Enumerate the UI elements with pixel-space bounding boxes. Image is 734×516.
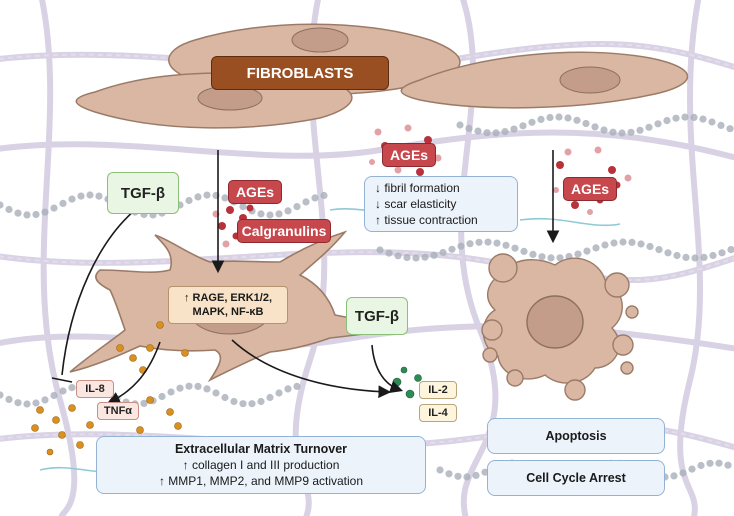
- il8-label: IL-8: [76, 380, 114, 398]
- effect-line-2: ↓ scar elasticity: [375, 197, 457, 211]
- matrix-effects-box: ↓ fibril formation ↓ scar elasticity ↑ t…: [364, 176, 518, 232]
- ages-badge-center: AGEs: [228, 180, 282, 204]
- bead-chains: [0, 113, 734, 481]
- ecm-title: Extracellular Matrix Turnover: [174, 442, 348, 456]
- tgf-beta-box-left: TGF-β: [107, 172, 179, 214]
- ecm-line-1: ↑ collagen I and III production: [182, 458, 340, 472]
- apoptosis-box: Apoptosis: [487, 418, 665, 454]
- cell-cycle-arrest-box: Cell Cycle Arrest: [487, 460, 665, 496]
- signaling-line-1: ↑ RAGE, ERK1/2,: [183, 292, 273, 304]
- calgranulins-badge: Calgranulins: [237, 219, 331, 243]
- il4-label: IL-4: [419, 404, 457, 422]
- ecm-line-2: ↑ MMP1, MMP2, and MMP9 activation: [158, 474, 364, 488]
- ages-badge-top: AGEs: [382, 143, 436, 167]
- ecm-turnover-box: Extracellular Matrix Turnover ↑ collagen…: [96, 436, 426, 494]
- fibroblasts-banner: FIBROBLASTS: [211, 56, 389, 90]
- pathway-arrows: [51, 150, 560, 404]
- tgf-beta-box-right: TGF-β: [346, 297, 408, 335]
- apoptotic-cell: [481, 253, 639, 401]
- ages-badge-right: AGEs: [563, 177, 617, 201]
- effect-line-3: ↑ tissue contraction: [375, 213, 478, 227]
- effect-line-1: ↓ fibril formation: [375, 181, 460, 195]
- tnfa-label: TNFα: [97, 402, 139, 420]
- signaling-line-2: MAPK, NF-κB: [192, 306, 264, 318]
- age-particles: [212, 124, 632, 248]
- tgf-particles: [392, 366, 422, 399]
- signaling-box: ↑ RAGE, ERK1/2, MAPK, NF-κB: [168, 286, 288, 324]
- il2-label: IL-2: [419, 381, 457, 399]
